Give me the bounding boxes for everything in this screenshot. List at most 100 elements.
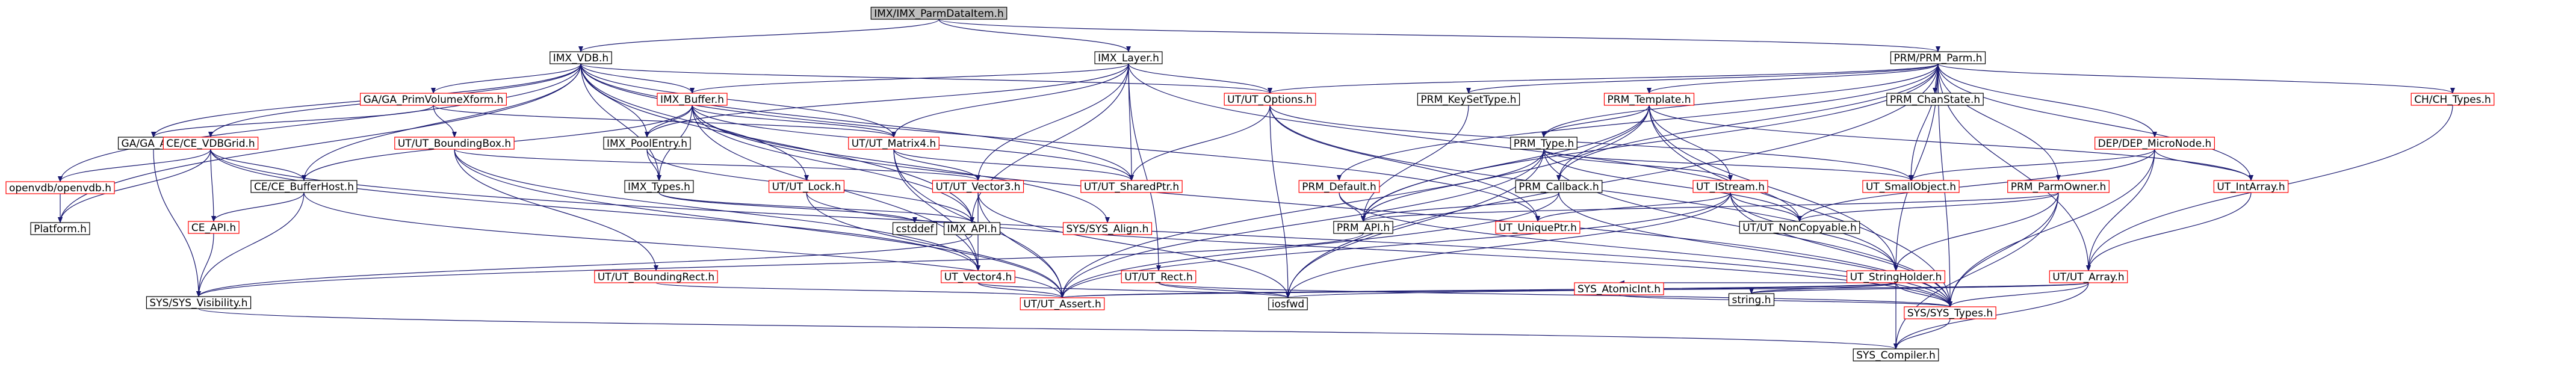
edge-utbrect-to-utassert [655, 282, 1065, 298]
node-depmicro[interactable]: DEP/DEP_MicroNode.h [2095, 137, 2215, 150]
node-utmat[interactable]: UT/UT_Matrix4.h [848, 137, 940, 150]
node-utbbox[interactable]: UT/UT_BoundingBox.h [394, 137, 515, 150]
edge-sysvis-to-syscomp [198, 308, 1898, 350]
node-prm[interactable]: PRM/PRM_Parm.h [1890, 51, 1986, 64]
node-prmcb[interactable]: PRM_Callback.h [1515, 180, 1603, 193]
edge-prmtpl-to-prmcb [1556, 105, 1650, 181]
node-box [1692, 180, 1768, 193]
node-utunique[interactable]: UT_UniquePtr.h [1495, 221, 1581, 234]
node-label: PRM_Type.h [1514, 138, 1574, 150]
node-imxapi[interactable]: IMX_API.h [943, 222, 1001, 235]
edge-layer-to-utvec3 [976, 63, 1129, 181]
node-label: PRM_ChanState.h [1890, 94, 1980, 106]
edge-prmcb-to-utassert [1060, 192, 1559, 298]
node-gavol[interactable]: GA/GA_PrimVolumeXform.h [360, 93, 507, 106]
node-label: PRM_Callback.h [1519, 181, 1599, 193]
node-sysvis[interactable]: SYS/SYS_Visibility.h [146, 296, 252, 309]
node-platform[interactable]: Platform.h [30, 222, 90, 235]
node-openvdb[interactable]: openvdb/openvdb.h [5, 181, 115, 194]
node-utrect[interactable]: UT/UT_Rect.h [1121, 270, 1197, 283]
node-utshared[interactable]: UT/UT_SharedPtr.h [1080, 180, 1183, 193]
node-prmtpl[interactable]: PRM_Template.h [1603, 93, 1695, 106]
node-ceapi[interactable]: CE_API.h [188, 221, 240, 234]
node-utlock[interactable]: UT/UT_Lock.h [768, 180, 845, 193]
node-prmtype[interactable]: PRM_Type.h [1510, 137, 1577, 150]
node-layer[interactable]: IMX_Layer.h [1094, 51, 1163, 64]
node-utstrh[interactable]: UT_StringHolder.h [1846, 270, 1946, 283]
node-label: SYS_AtomicInt.h [1577, 283, 1661, 295]
node-prmapi[interactable]: PRM_API.h [1333, 221, 1393, 234]
node-iosfwd[interactable]: iosfwd [1268, 297, 1308, 310]
edge-prm-to-prmkey [1466, 63, 1939, 94]
node-label: PRM_KeySetType.h [1420, 94, 1516, 106]
edge-gavol-to-gaapi [151, 105, 434, 138]
edge-imxbuf-to-systypes [692, 105, 1952, 307]
edge-prmdef-to-systypes [1339, 192, 1952, 307]
edge-prmtpl-to-systypes [1649, 105, 1952, 307]
node-cevdb[interactable]: CE/CE_VDBGrid.h [163, 137, 259, 150]
node-utvec4[interactable]: UT_Vector4.h [941, 270, 1015, 283]
node-utbrect[interactable]: UT/UT_BoundingRect.h [594, 270, 718, 283]
node-box [1846, 270, 1946, 283]
node-vdb[interactable]: IMX_VDB.h [550, 51, 612, 64]
edge-prmtpl-to-prmtype [1541, 105, 1650, 138]
node-label: SYS/SYS_Visibility.h [149, 297, 247, 309]
edge-prmapi-to-sysvis [196, 233, 1364, 297]
node-utsmall[interactable]: UT_SmallObject.h [1862, 180, 1960, 193]
node-stringh[interactable]: string.h [1728, 293, 1775, 306]
node-sysatomic[interactable]: SYS_AtomicInt.h [1574, 282, 1664, 295]
node-label: DEP/DEP_MicroNode.h [2098, 138, 2212, 150]
node-label: PRM_Default.h [1302, 181, 1376, 193]
node-prmchan[interactable]: PRM_ChanState.h [1886, 93, 1984, 106]
node-box [2007, 180, 2110, 193]
edge-pool-to-imxtypes [646, 149, 661, 181]
node-cstddef[interactable]: cstddef [892, 222, 938, 235]
edge-prmtpl-to-utstrh [1649, 105, 1898, 271]
edge-vdb-to-gavol [431, 63, 581, 94]
edge-utvec4-to-iosfwd [977, 282, 1290, 298]
node-label: PRM_API.h [1337, 222, 1390, 234]
node-prmkey[interactable]: PRM_KeySetType.h [1417, 93, 1520, 106]
node-utnoncopy[interactable]: UT/UT_NonCopyable.h [1739, 221, 1860, 234]
node-utistream[interactable]: UT_IStream.h [1692, 180, 1768, 193]
node-prmowner[interactable]: PRM_ParmOwner.h [2007, 180, 2110, 193]
node-sysalign[interactable]: SYS/SYS_Align.h [1062, 222, 1153, 235]
node-box [550, 51, 612, 64]
node-imxbuf[interactable]: IMX_Buffer.h [657, 93, 728, 106]
node-imxtypes[interactable]: IMX_Types.h [624, 180, 694, 193]
node-label: iosfwd [1272, 298, 1304, 310]
edge-utvec4-to-utassert [977, 282, 1065, 298]
node-box [5, 181, 115, 194]
edge-layer-to-imxapi [970, 63, 1129, 223]
node-label: UT_UniquePtr.h [1499, 222, 1577, 234]
node-utintarr[interactable]: UT_IntArray.h [2213, 180, 2289, 193]
node-box [624, 180, 694, 193]
edge-utmat-to-utshared [893, 149, 1134, 181]
node-label: IMX_Buffer.h [660, 94, 724, 106]
node-cebufh[interactable]: CE/CE_BufferHost.h [250, 180, 358, 193]
node-chtypes[interactable]: CH/CH_Types.h [2410, 93, 2495, 106]
node-label: IMX_API.h [947, 223, 997, 235]
node-systypes[interactable]: SYS/SYS_Types.h [1904, 306, 1996, 319]
node-utarray[interactable]: UT/UT_Array.h [2049, 270, 2128, 283]
edge-utbbox-to-utassert [454, 149, 1065, 298]
edge-depmicro-to-utsmall [1909, 149, 2155, 181]
node-pool[interactable]: IMX_PoolEntry.h [603, 137, 691, 150]
edge-vdb-to-utshared [580, 63, 1134, 181]
node-label: IMX_Layer.h [1098, 52, 1159, 64]
node-label: GA/GA_PrimVolumeXform.h [364, 94, 504, 106]
node-box [1862, 180, 1960, 193]
edge-utbbox-to-utvec4 [454, 149, 980, 271]
node-label: UT/UT_NonCopyable.h [1742, 222, 1856, 234]
edge-prmtpl-to-utistream [1649, 105, 1733, 181]
node-syscomp[interactable]: SYS_Compiler.h [1853, 348, 1939, 362]
node-label: UT_IStream.h [1696, 181, 1765, 193]
node-utopt[interactable]: UT/UT_Options.h [1224, 93, 1316, 106]
node-utvec3[interactable]: UT/UT_Vector3.h [932, 180, 1024, 193]
edge-utbbox-to-utbrect [454, 149, 658, 271]
node-utassert[interactable]: UT/UT_Assert.h [1020, 297, 1105, 310]
node-box [146, 296, 252, 309]
edge-cevdb-to-openvdb [58, 149, 211, 182]
edge-sysatomic-to-systypes [1618, 294, 1952, 307]
node-prmdef[interactable]: PRM_Default.h [1298, 180, 1380, 193]
